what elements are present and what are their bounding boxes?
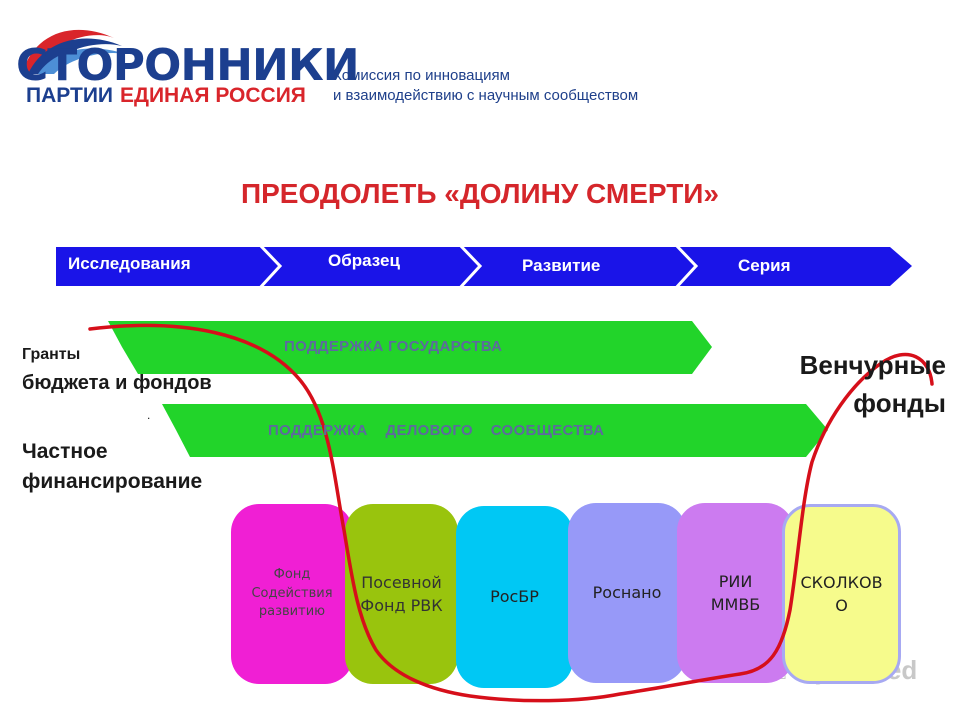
stage-label-research: Исследования [68,254,191,273]
band-label-state: ПОДДЕРЖКА ГОСУДАРСТВА [284,338,503,355]
fund-pill-label: Фонд Содействия развитию [251,566,333,620]
stage-chevron-development [462,247,698,286]
commission-line-1: Комиссия по инновациям [333,67,510,84]
fund-pill: Посевной Фонд РВК [345,504,458,684]
label-grants: Гранты [22,346,81,363]
fund-pill-label: Посевной Фонд РВК [360,572,443,615]
flag-swoosh-icon [22,29,126,74]
commission-line-2: и взаимодействию с научным сообществом [333,87,639,104]
fund-pill: Роснано [568,503,686,683]
stage-label-development: Развитие [522,256,601,275]
stage-label-series: Серия [738,256,791,275]
logo-word: СТОРОННИКИ [16,40,360,91]
fund-pill-label: СКОЛКОВ О [800,572,883,615]
label-budget-funds: бюджета и фондов [22,372,212,394]
stage-chevron-prototype [262,247,482,286]
party-logo [14,12,319,112]
stage-label-prototype: Образец [328,251,400,270]
fund-pill-label: Роснано [592,583,662,603]
band-state-support [108,321,712,374]
label-private: Частное [22,440,108,463]
page-title: ПРЕОДОЛЕТЬ «ДОЛИНУ СМЕРТИ» [241,178,719,209]
label-venture-funds: Венчурные фонды [799,350,946,418]
fund-pill: Фонд Содействия развитию [231,504,353,684]
stage-chevron-research [56,247,282,286]
logo-party-text: ПАРТИИ [26,84,114,107]
label-dot: . [147,408,151,422]
fund-pill: РосБР [456,506,573,688]
stage-chevron-series [678,247,912,286]
label-private-financing: финансирование [22,470,203,493]
logo-party-name: ЕДИНАЯ РОССИЯ [120,84,306,107]
fund-pill-label: РИИ ММВБ [710,571,761,614]
fund-pill: СКОЛКОВ О [782,504,901,684]
band-label-business: ПОДДЕРЖКА ДЕЛОВОГО СООБЩЕСТВА [268,422,605,439]
valley-of-death-curve [88,323,934,703]
commission-caption: Комиссия по инновациям и взаимодействию … [333,66,638,106]
fund-pill-label: РосБР [490,587,539,607]
